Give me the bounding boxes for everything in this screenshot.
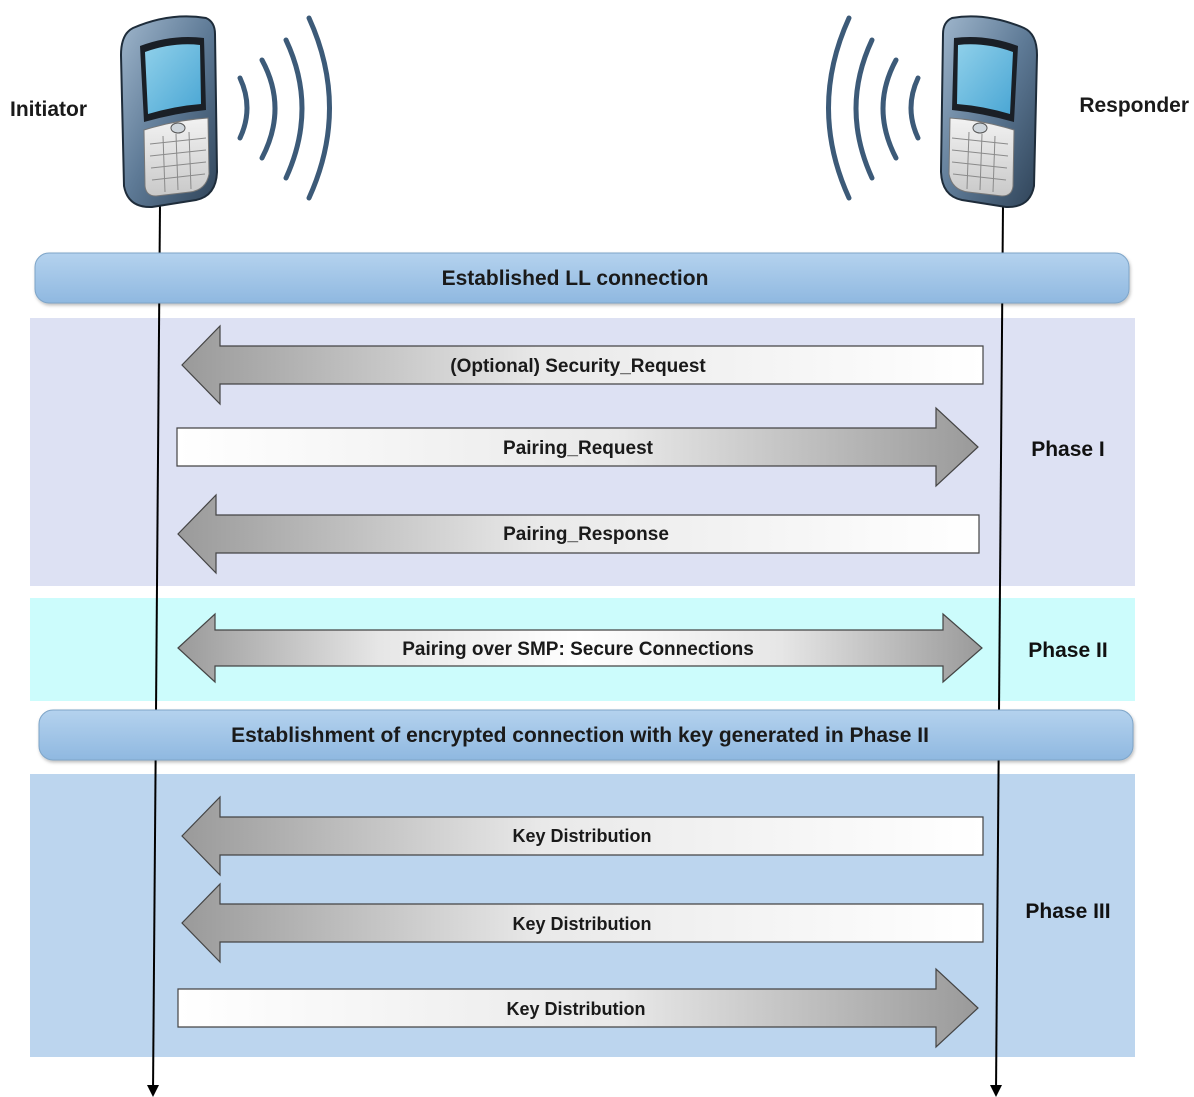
encrypted-connection-band: Establishment of encrypted connection wi… — [38, 709, 1134, 761]
message-label: Key Distribution — [512, 826, 651, 846]
phase2-label: Phase II — [1028, 639, 1107, 662]
message-pairing-smp-arrow: Pairing over SMP: Secure Connections — [177, 612, 983, 684]
ll-connection-band: Established LL connection — [34, 252, 1130, 304]
initiator-signal-waves-icon — [237, 15, 332, 201]
message-label: Pairing_Request — [503, 438, 654, 459]
responder-lifeline-arrowhead — [990, 1085, 1002, 1097]
message-security-request-arrow: (Optional) Security_Request — [181, 324, 984, 406]
message-label: Key Distribution — [512, 914, 651, 934]
initiator-lifeline-arrowhead — [147, 1085, 159, 1097]
message-label: Key Distribution — [506, 999, 645, 1019]
message-pairing-response-arrow: Pairing_Response — [177, 493, 980, 575]
phase1-label: Phase I — [1031, 438, 1105, 461]
initiator-label: Initiator — [10, 98, 87, 121]
message-key-distribution-2-arrow: Key Distribution — [181, 882, 984, 964]
initiator-lifeline — [152, 204, 161, 1093]
message-label: Pairing over SMP: Secure Connections — [402, 639, 754, 660]
message-label: (Optional) Security_Request — [450, 356, 706, 377]
responder-phone-icon — [939, 15, 1039, 209]
message-pairing-request-arrow: Pairing_Request — [176, 406, 979, 488]
message-key-distribution-1-arrow: Key Distribution — [181, 795, 984, 877]
encrypted-connection-label: Establishment of encrypted connection wi… — [231, 724, 929, 747]
initiator-phone-icon — [119, 15, 219, 209]
phase3-label: Phase III — [1025, 900, 1110, 923]
responder-signal-waves-icon — [826, 15, 921, 201]
message-label: Pairing_Response — [503, 524, 669, 545]
responder-lifeline — [995, 204, 1004, 1093]
responder-label: Responder — [1079, 94, 1189, 117]
message-key-distribution-3-arrow: Key Distribution — [177, 967, 979, 1049]
ll-connection-label: Established LL connection — [442, 267, 709, 290]
